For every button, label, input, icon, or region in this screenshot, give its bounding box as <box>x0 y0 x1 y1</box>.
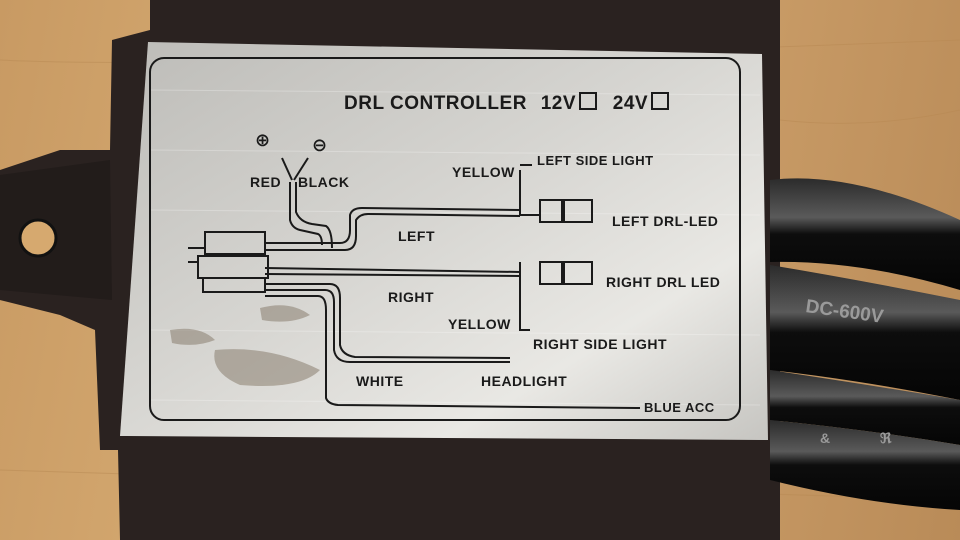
cables: DC-600V & ℜ <box>770 178 960 510</box>
mounting-hole <box>20 220 56 256</box>
right-drl-led-label: RIGHT DRL LED <box>606 274 721 290</box>
voltage-24-label: 24V <box>612 93 649 114</box>
black-label: BLACK <box>298 174 350 190</box>
yellow-bottom-label: YELLOW <box>448 316 511 332</box>
wiring-diagram <box>188 157 641 409</box>
white-label: WHITE <box>356 373 404 389</box>
plus-symbol: ⊕ <box>255 130 271 150</box>
voltage-12-checkbox <box>579 92 598 110</box>
right-label: RIGHT <box>388 289 435 305</box>
cable-print-3: ℜ <box>880 430 892 446</box>
left-label: LEFT <box>398 228 435 244</box>
blue-acc-label: BLUE ACC <box>644 400 715 415</box>
left-drl-led-label: LEFT DRL-LED <box>612 213 719 229</box>
left-side-light-label: LEFT SIDE LIGHT <box>537 153 654 168</box>
plate-title: DRL CONTROLLER 12V 24V <box>344 92 670 115</box>
minus-symbol: ⊖ <box>312 135 328 155</box>
label-plate <box>120 42 768 440</box>
voltage-12-label: 12V <box>540 93 577 114</box>
title-text: DRL CONTROLLER <box>344 93 527 114</box>
stain-marks <box>170 305 320 386</box>
headlight-label: HEADLIGHT <box>481 373 568 389</box>
yellow-top-label: YELLOW <box>452 164 515 180</box>
voltage-24-checkbox <box>651 92 670 110</box>
red-label: RED <box>250 174 282 190</box>
cable-print-2: & <box>820 430 830 446</box>
right-side-light-label: RIGHT SIDE LIGHT <box>533 336 667 352</box>
